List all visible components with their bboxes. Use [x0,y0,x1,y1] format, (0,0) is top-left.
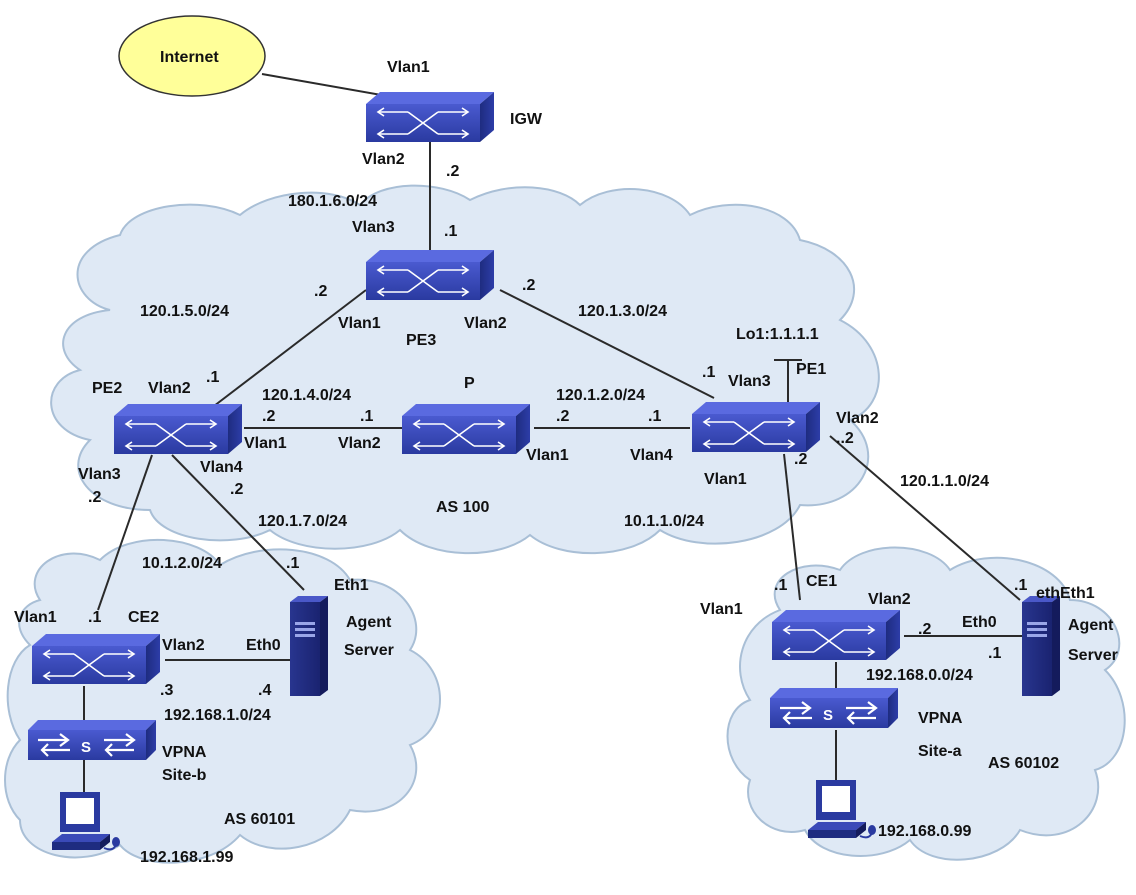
lbl-dot1-p-pe2: .1 [360,408,373,425]
pc-right-label: 192.168.0.99 [878,823,972,840]
igw-label: IGW [510,111,543,128]
lbl-net-120-1-5: 120.1.5.0/24 [140,303,229,320]
lbl-dot1-ce1: .1 [774,577,787,594]
lbl-vlan2-pe2: Vlan2 [148,380,191,397]
lbl-vlan1-igw: Vlan1 [387,59,430,76]
server-right-label-1: Agent [1068,617,1114,634]
pe3-label: PE3 [406,332,436,349]
lbl-dot2-pe2-p: .2 [262,408,275,425]
lbl-as100: AS 100 [436,499,489,516]
lbl-vlan1-pe2: Vlan1 [244,435,287,452]
vpn-right-icon [768,686,900,730]
lbl-vlan1-p: Vlan1 [526,447,569,464]
link-pe2-server [171,454,305,591]
ce1-switch-icon [771,609,901,661]
lbl-dot2-pe3-left: .2 [314,283,327,300]
link-pe1-server [829,435,1021,601]
lbl-net-120-1-3: 120.1.3.0/24 [578,303,667,320]
as100-cloud [50,184,880,555]
as60101-cloud [4,538,441,864]
lbl-dot2-pe3-right: .2 [522,277,535,294]
lbl-vlan2-p: Vlan2 [338,435,381,452]
lbl-dot4-server: .4 [258,682,271,699]
ce2-switch-icon [31,633,161,685]
vpn-right-label-1: VPNA [918,710,963,727]
link-pe3-pe1 [499,289,715,399]
lbl-dot2-igw: .2 [446,163,459,180]
lbl-dot1-pe3-top: .1 [444,223,457,240]
internet-label: Internet [160,49,219,66]
p-label: P [464,375,475,392]
link-pe3-pe2 [213,289,367,407]
lbl-as60101: AS 60101 [224,811,295,828]
lbl-dot1-ce2: .1 [88,609,101,626]
vpn-left-label-2: Site-b [162,767,207,784]
lbl-eth0-right: Eth0 [962,614,997,631]
server-right-icon [1022,596,1060,696]
lbl-dot2-pe1-vlan1: .2 [794,451,807,468]
lbl-dot2-pe2-vlan3: .2 [88,489,101,506]
lbl-eth1-left: Eth1 [334,577,369,594]
lbl-net-120-1-7: 120.1.7.0/24 [258,513,347,530]
lbl-dot2-pe1-vlan2: ..2 [836,430,854,447]
lbl-vlan2-ce2: Vlan2 [162,637,205,654]
lbl-eth0-left: Eth0 [246,637,281,654]
ce2-label: CE2 [128,609,159,626]
lbl-vlan3-pe3: Vlan3 [352,219,395,236]
lbl-dot3-ce2: .3 [160,682,173,699]
vpn-right-label-2: Site-a [918,743,962,760]
pc-left-label: 192.168.1.99 [140,849,234,866]
lbl-vlan2-pe1: Vlan2 [836,410,879,427]
lbl-vlan3-pe1: Vlan3 [728,373,771,390]
link-pe2-ce2 [97,454,153,611]
lbl-dot1-pe1-p: .1 [648,408,661,425]
lbl-vlan1-pe1: Vlan1 [704,471,747,488]
interface-labels: Vlan1 Vlan2 .2 180.1.6.0/24 Vlan3 .1 .2 … [14,59,1095,828]
lbl-lo1: Lo1:1.1.1.1 [736,326,819,343]
lbl-vlan3-pe2: Vlan3 [78,466,121,483]
lbl-vlan4-pe1: Vlan4 [630,447,673,464]
lbl-dot2-pe2-vlan4: .2 [230,481,243,498]
pe3-switch-icon [365,249,495,301]
lbl-vlan1-pe3: Vlan1 [338,315,381,332]
pe1-switch-icon [691,401,821,453]
lbl-net-192-168-0: 192.168.0.0/24 [866,667,973,684]
lbl-net-192-168-1: 192.168.1.0/24 [164,707,271,724]
lbl-vlan4-pe2: Vlan4 [200,459,243,476]
ce1-label: CE1 [806,573,837,590]
lbl-dot1-eth1-right: .1 [1014,577,1027,594]
lbl-eth-eth1-right: ethEth1 [1036,585,1095,602]
pe1-label: PE1 [796,361,826,378]
internet-cloud [118,15,266,97]
p-switch-icon [401,403,531,455]
lbl-vlan2-pe3: Vlan2 [464,315,507,332]
lbl-net-120-1-1: 120.1.1.0/24 [900,473,989,490]
lbl-net-10-1-1: 10.1.1.0/24 [624,513,704,530]
lbl-dot2-p-pe1: .2 [556,408,569,425]
lbl-vlan2-igw: Vlan2 [362,151,405,168]
lbl-vlan1-ce1: Vlan1 [700,601,743,618]
vpn-left-label-1: VPNA [162,744,207,761]
igw-switch-icon [365,91,495,143]
lbl-dot1-eth1-left: .1 [286,555,299,572]
lbl-dot1-pe2: .1 [206,369,219,386]
pe2-switch-icon [113,403,243,455]
lbl-dot1-pe1-vlan3: .1 [702,364,715,381]
server-left-icon [290,596,328,696]
server-right-label-2: Server [1068,647,1118,664]
pe2-label: PE2 [92,380,122,397]
server-left-label-2: Server [344,642,394,659]
lbl-net-120-1-4: 120.1.4.0/24 [262,387,351,404]
lbl-net-180: 180.1.6.0/24 [288,193,377,210]
lbl-vlan2-ce1: Vlan2 [868,591,911,608]
vpn-left-icon [26,718,158,762]
lbl-as60102: AS 60102 [988,755,1059,772]
lbl-net-120-1-2: 120.1.2.0/24 [556,387,645,404]
lbl-net-10-1-2: 10.1.2.0/24 [142,555,222,572]
lbl-dot1-eth0-right: .1 [988,645,1001,662]
link-pe1-ce1 [783,453,801,601]
server-left-label-1: Agent [346,614,392,631]
lbl-vlan1-ce2: Vlan1 [14,609,57,626]
lbl-dot2-ce1-eth0: .2 [918,621,931,638]
